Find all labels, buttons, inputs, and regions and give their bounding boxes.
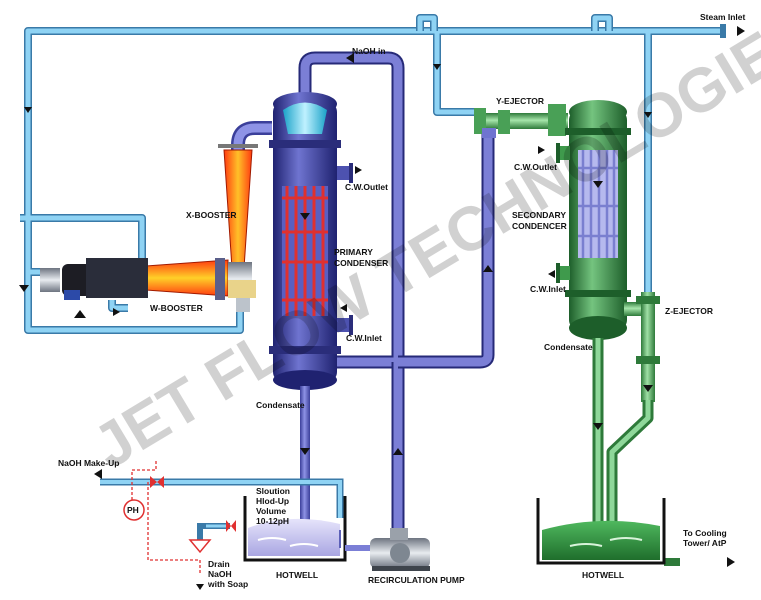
label-cw-outlet-secondary: C.W.Outlet [514,162,557,172]
label-hotwell-secondary: HOTWELL [582,570,624,580]
label-naoh-in: NaOH in [352,46,386,56]
secondary-condensate-legs [592,338,680,566]
label-drain-2: NaOH [208,569,232,579]
label-w-booster: W-BOOSTER [150,303,203,313]
label-primary-condenser-2: CONDENSER [334,258,388,268]
label-z-ejector: Z-EJECTOR [665,306,713,316]
label-ph: PH [127,505,139,515]
primary-tube-bundle [282,186,328,316]
label-cw-inlet-primary: C.W.Inlet [346,333,382,343]
primary-condenser [269,92,353,390]
z-ejector [624,292,660,402]
steam-lines [20,14,726,334]
naoh-inlet-pipe [298,51,495,530]
drain-funnel [188,539,212,554]
secondary-condenser [556,100,631,340]
watermark: JET FLOW TECHNOLOGIES [82,0,761,482]
label-secondary-condenser-2: CONDENCER [512,221,567,231]
ph-control-loop [131,460,201,575]
label-steam-inlet: Steam Inlet [700,12,746,22]
hotwell-secondary [536,498,666,565]
label-naoh-makeup: NaOH Make-Up [58,458,119,468]
label-drain-1: Drain [208,559,230,569]
label-condensate-secondary: Condensate [544,342,593,352]
secondary-tube-bundle [578,150,618,258]
label-solution-2: Hlod-Up [256,496,289,506]
label-drain-3: with Soap [207,579,248,589]
x-booster [218,121,272,269]
label-y-ejector: Y-EJECTOR [496,96,544,106]
label-condensate-primary: Condensate [256,400,305,410]
hotwell-primary [243,496,347,562]
y-ejector [474,104,568,138]
recirculation-pump [345,528,430,571]
flow-arrows [19,26,745,590]
label-solution-4: 10-12pH [256,516,289,526]
ph-indicator [123,499,145,521]
label-cooling-2: Tower/ AtP [683,538,727,548]
label-cw-inlet-secondary: C.W.Inlet [530,284,566,294]
label-solution-3: Volume [256,506,286,516]
label-recirculation-pump: RECIRCULATION PUMP [368,575,465,585]
label-hotwell-primary: HOTWELL [276,570,318,580]
diagram-labels: Steam Inlet NaOH in Y-EJECTOR X-BOOSTER … [58,12,746,589]
label-x-booster: X-BOOSTER [186,210,237,220]
label-primary-condenser-1: PRIMARY [334,247,373,257]
label-secondary-condenser-1: SECONDARY [512,210,566,220]
label-cooling-1: To Cooling [683,528,727,538]
label-solution-1: Sloution [256,486,290,496]
w-booster [40,258,256,312]
label-cw-outlet-primary: C.W.Outlet [345,182,388,192]
naoh-makeup-line [100,476,344,540]
